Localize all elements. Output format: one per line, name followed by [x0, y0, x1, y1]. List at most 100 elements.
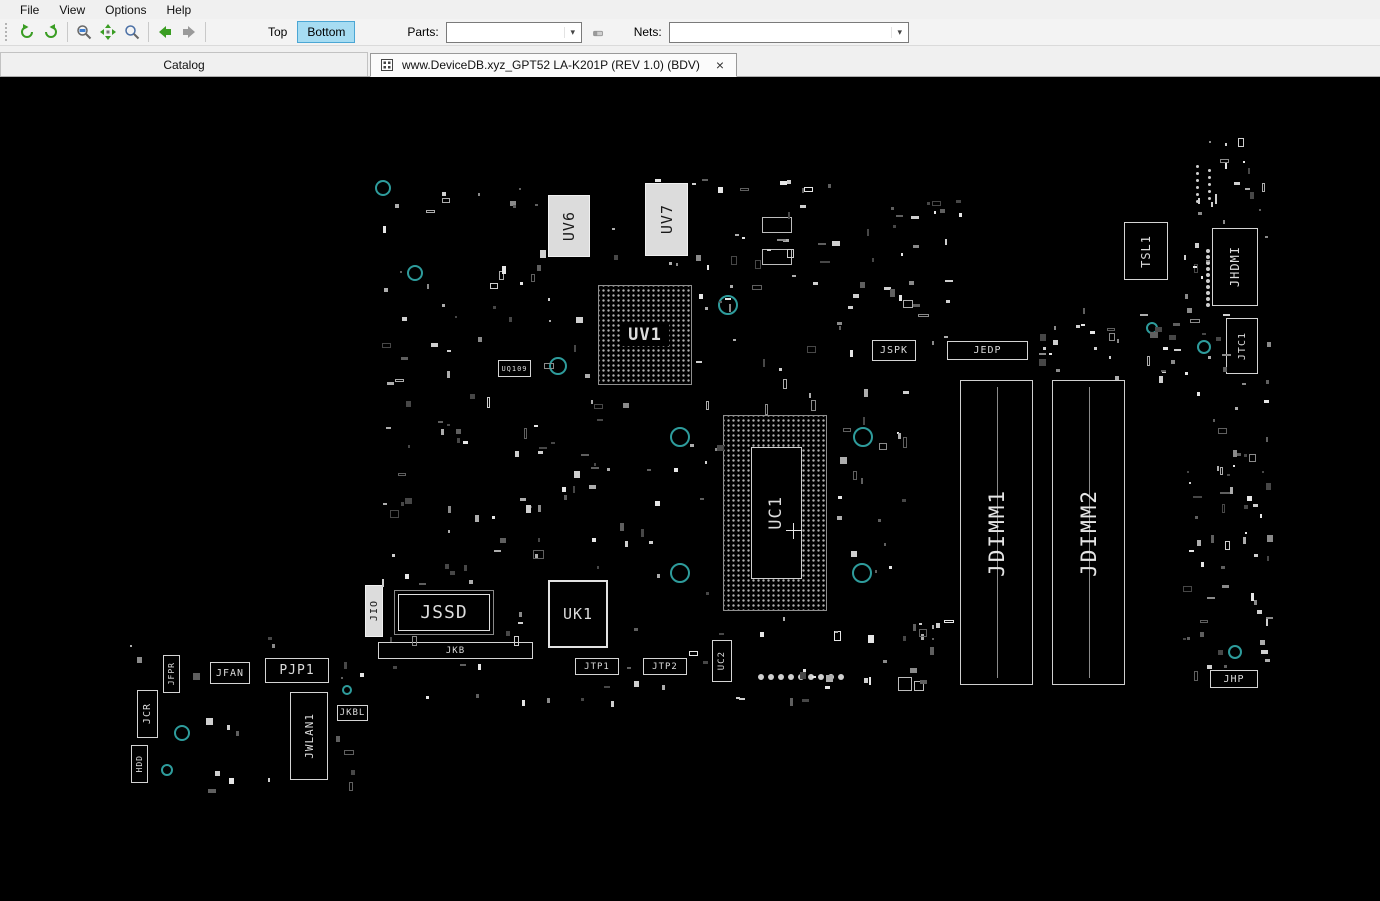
component-uc2[interactable]: UC2 [712, 640, 732, 682]
component-uc1[interactable]: UC1 [723, 415, 827, 611]
smd-part [792, 274, 796, 278]
smd-part [389, 637, 393, 643]
zoom-fit-button[interactable] [96, 21, 120, 43]
smd-part [1150, 332, 1158, 339]
smd-part [703, 661, 709, 665]
component-jtp2[interactable]: JTP2 [643, 658, 687, 675]
tab-catalog[interactable]: Catalog [0, 52, 368, 76]
smd-part [1208, 141, 1211, 144]
smd-part [592, 538, 596, 542]
component-jio[interactable]: JIO [365, 585, 383, 637]
component-jspk[interactable]: JSPK [872, 340, 916, 361]
smd-part [932, 200, 941, 207]
smd-part [699, 497, 705, 500]
smd-part [1055, 369, 1060, 372]
smd-part [572, 485, 576, 493]
component-uq109[interactable]: UQ109 [498, 360, 531, 377]
component-jfan[interactable]: JFAN [210, 662, 250, 684]
smd-part [1193, 495, 1202, 499]
smd-part [1147, 355, 1151, 367]
smd-part [1197, 211, 1203, 216]
component-label: HDD [135, 755, 144, 773]
component-label: UV1 [621, 324, 669, 346]
component-jdimm2[interactable]: JDIMM2 [1052, 380, 1125, 685]
smd-part [867, 635, 874, 643]
smd-part [698, 294, 704, 299]
connector-pin [1196, 186, 1199, 189]
zoom-button[interactable] [120, 21, 144, 43]
rotate-cw-icon [45, 24, 57, 38]
component-uv7[interactable]: UV7 [645, 183, 688, 256]
smd-part [1266, 616, 1273, 620]
rotate-ccw-button[interactable] [15, 21, 39, 43]
smd-part [447, 423, 450, 427]
layer-top-button[interactable]: Top [268, 25, 288, 39]
component-jtp1[interactable]: JTP1 [575, 658, 619, 675]
component-uv1[interactable]: UV1 [598, 285, 692, 385]
tab-close-button[interactable]: × [715, 57, 724, 73]
mounting-hole [549, 357, 567, 375]
smd-part [1266, 556, 1269, 561]
smd-part [405, 497, 413, 505]
eraser-icon [592, 30, 603, 37]
smd-part [445, 564, 450, 569]
component-jkbl[interactable]: JKBL [337, 705, 368, 721]
smd-part [419, 583, 427, 586]
smd-part [867, 229, 870, 236]
clear-filter-button[interactable] [586, 21, 610, 43]
smd-part [874, 570, 878, 574]
smd-part [394, 204, 399, 208]
component-jwlan1[interactable]: JWLAN1 [290, 692, 328, 780]
component-label: JKB [445, 645, 466, 656]
history-forward-button[interactable] [177, 21, 201, 43]
component-jhp[interactable]: JHP [1210, 670, 1258, 688]
smd-part [491, 516, 496, 520]
component-jcr[interactable]: JCR [137, 690, 158, 738]
mounting-hole [1228, 645, 1242, 659]
component-pjp1[interactable]: PJP1 [265, 658, 329, 683]
smd-part [897, 433, 901, 440]
smd-part [447, 506, 451, 513]
connector-pin [1196, 193, 1199, 196]
smd-part [696, 360, 702, 364]
component-tsl1[interactable]: TSL1 [1124, 222, 1168, 280]
component-label: TSL1 [1139, 234, 1153, 268]
smd-part [1221, 565, 1225, 570]
smd-part [777, 238, 786, 242]
component-jtc1[interactable]: JTC1 [1226, 318, 1258, 374]
component-jkb[interactable]: JKB [378, 642, 533, 659]
smd-part [272, 643, 276, 648]
smd-part [509, 317, 513, 323]
smd-part [807, 345, 817, 354]
smd-part [391, 553, 395, 558]
component-uv6[interactable]: UV6 [548, 195, 590, 257]
smd-part [1200, 631, 1204, 638]
menu-options[interactable]: Options [105, 2, 147, 17]
smd-part [1266, 380, 1269, 384]
smd-part [594, 462, 597, 466]
component-uk1[interactable]: UK1 [548, 580, 608, 648]
nets-combobox[interactable]: ▾ [668, 21, 909, 43]
component-hdd[interactable]: HDD [131, 745, 148, 783]
layer-bottom-button[interactable]: Bottom [297, 21, 356, 43]
history-back-button[interactable] [153, 21, 177, 43]
component-jfpr[interactable]: JFPR [163, 655, 180, 693]
component-jdimm1[interactable]: JDIMM1 [960, 380, 1033, 685]
smd-part [392, 665, 398, 670]
component-jedp[interactable]: JEDP [947, 341, 1028, 360]
smd-part [441, 428, 444, 435]
menu-help[interactable]: Help [166, 2, 192, 17]
menu-view[interactable]: View [59, 2, 86, 17]
component-jssd[interactable]: JSSD [394, 590, 494, 635]
component-jhdmi[interactable]: JHDMI [1212, 228, 1258, 306]
zoom-window-button[interactable] [72, 21, 96, 43]
smd-part [902, 390, 910, 394]
smd-part [1232, 450, 1238, 457]
tab-boardview[interactable]: www.DeviceDB.xyz_GPT52 LA-K201P (REV 1.0… [370, 53, 737, 77]
menu-file[interactable]: File [20, 2, 40, 17]
smd-part [959, 212, 963, 218]
rotate-cw-button[interactable] [39, 21, 63, 43]
parts-combobox[interactable]: ▾ [445, 21, 582, 43]
smd-part [1208, 355, 1212, 359]
